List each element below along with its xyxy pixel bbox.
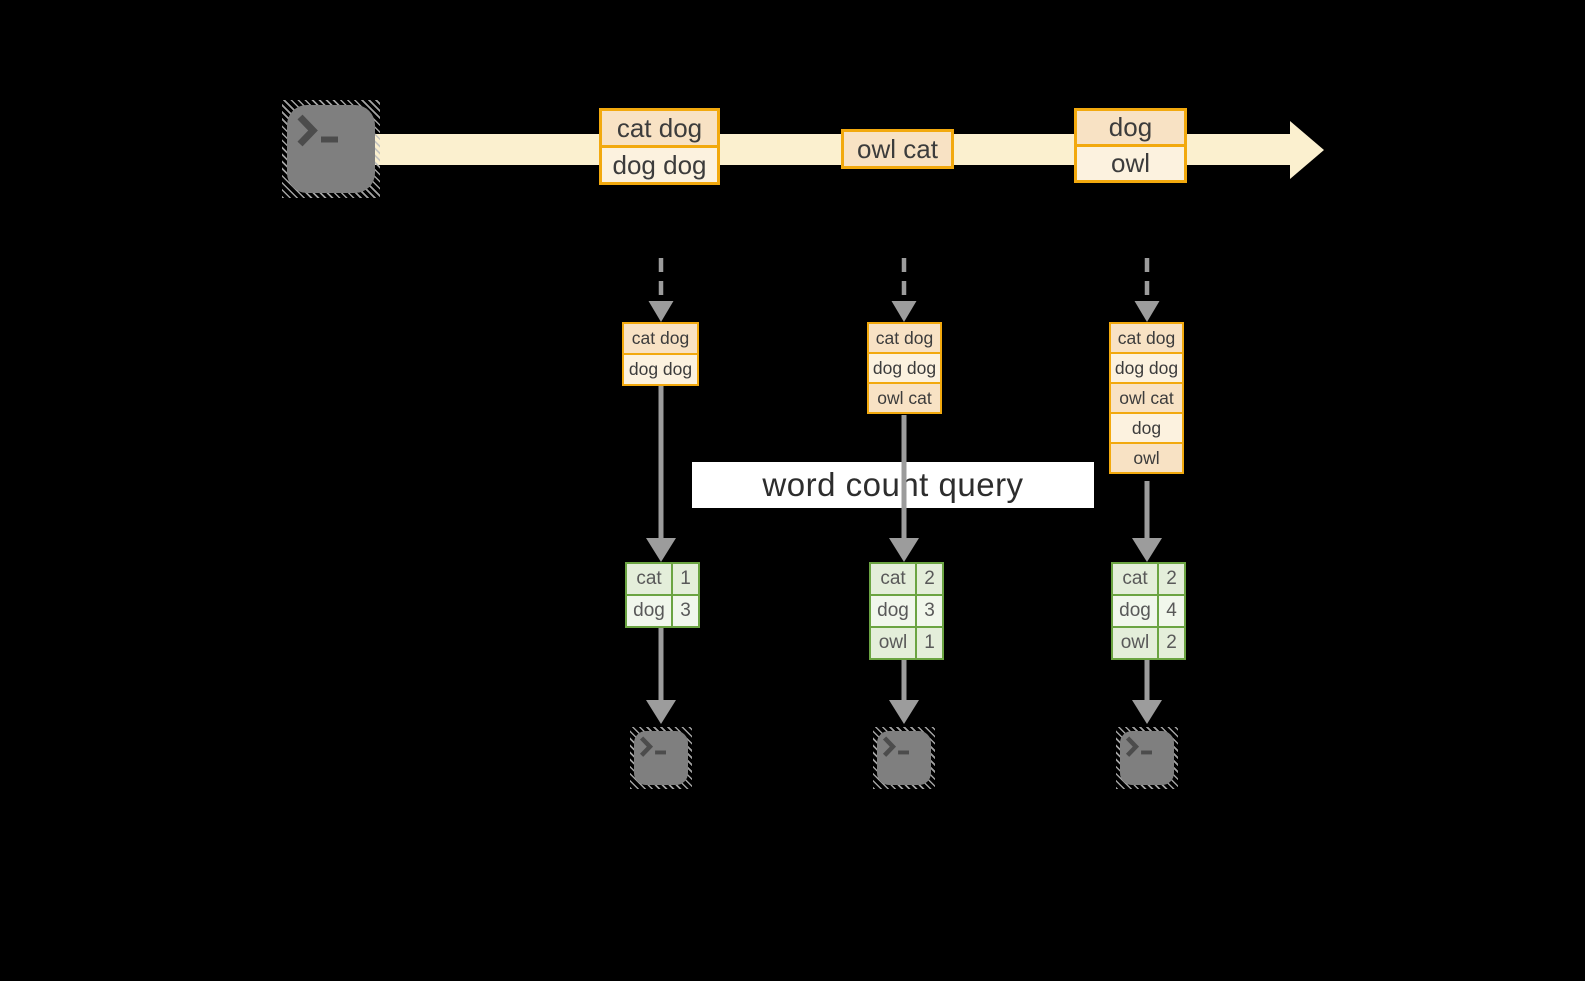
- result-word: cat: [627, 564, 671, 594]
- result-count: 1: [917, 628, 942, 658]
- window-to-result-arrows: [658, 386, 1150, 540]
- terminal-prompt-icon: [297, 114, 338, 147]
- result-word: dog: [627, 596, 671, 626]
- stream-event-label: owl cat: [857, 133, 938, 164]
- window-row-label: cat dog: [875, 327, 934, 348]
- stream-event-label: dog dog: [612, 149, 707, 180]
- result-word: dog: [1113, 596, 1157, 626]
- stream-event: owl cat: [841, 129, 954, 169]
- result-table-3: cat 2 dog 4 owl 2: [1111, 562, 1186, 660]
- window-row: dog: [1109, 412, 1184, 444]
- stream-event-label: dog: [1108, 112, 1153, 142]
- result-count: 3: [673, 596, 698, 626]
- result-table-2: cat 2 dog 3 owl 1: [869, 562, 944, 660]
- window-row: dog dog: [1109, 352, 1184, 384]
- terminal-prompt-icon: [882, 736, 909, 757]
- terminal-prompt-icon: [1125, 736, 1152, 757]
- result-word: dog: [871, 596, 915, 626]
- window-row-label: owl cat: [877, 387, 932, 408]
- result-word: cat: [871, 564, 915, 594]
- window-row: owl: [1109, 442, 1184, 474]
- arrowhead-result1-icon: [646, 538, 676, 562]
- query-banner: word count query: [692, 462, 1094, 508]
- window-row-label: cat dog: [631, 328, 690, 348]
- result-word: owl: [871, 628, 915, 658]
- stream-event-group-2: owl cat: [841, 129, 954, 169]
- terminal-sink-3-icon: [1116, 727, 1178, 789]
- result-arrowheads: [646, 538, 1162, 562]
- window-row: owl cat: [1109, 382, 1184, 414]
- result-count: 2: [1159, 564, 1184, 594]
- result-to-sink-arrows: [658, 628, 1150, 702]
- window-row-label: owl: [1133, 447, 1160, 468]
- dashed-arrows: [658, 258, 1150, 302]
- terminal-prompt-icon: [639, 736, 666, 757]
- window-row: dog dog: [622, 353, 699, 386]
- terminal-sink-1-icon: [630, 727, 692, 789]
- terminal-sink-2-icon: [873, 727, 935, 789]
- window-row: cat dog: [867, 322, 942, 354]
- result-count: 2: [917, 564, 942, 594]
- result-word: cat: [1113, 564, 1157, 594]
- sink-arrowheads: [646, 700, 1162, 724]
- result-table-1: cat 1 dog 3: [625, 562, 700, 628]
- window-row: owl cat: [867, 382, 942, 414]
- arrowhead-result3-icon: [1132, 538, 1162, 562]
- window-row-label: owl cat: [1119, 387, 1174, 408]
- window-stack-1: cat dog dog dog: [622, 322, 699, 386]
- result-count: 2: [1159, 628, 1184, 658]
- result-word: owl: [1113, 628, 1157, 658]
- window-stack-2: cat dog dog dog owl cat: [867, 322, 942, 414]
- result-count: 4: [1159, 596, 1184, 626]
- arrowhead-sink3-icon: [1132, 700, 1162, 724]
- window-row-label: cat dog: [1117, 327, 1176, 348]
- window-row: dog dog: [867, 352, 942, 384]
- stream-event-label: cat dog: [616, 112, 703, 143]
- stream-event: cat dog: [599, 108, 720, 148]
- stream-event: owl: [1074, 144, 1187, 183]
- window-row: cat dog: [622, 322, 699, 355]
- arrowhead-result2-icon: [889, 538, 919, 562]
- terminal-source-icon: [282, 100, 380, 198]
- stream-event-group-1: cat dog dog dog: [599, 108, 720, 185]
- arrowhead-sink2-icon: [889, 700, 919, 724]
- result-count: 1: [673, 564, 698, 594]
- stream-event: dog: [1074, 108, 1187, 147]
- stream-arrowhead-icon: [1290, 121, 1324, 179]
- stream-event-group-3: dog owl: [1074, 108, 1187, 183]
- window-row-label: dog dog: [1114, 357, 1179, 378]
- query-banner-label: word count query: [762, 466, 1024, 503]
- dashed-arrowhead-3-icon: [1134, 301, 1160, 322]
- stream-event-label: owl: [1110, 148, 1150, 178]
- window-row-label: dog dog: [628, 359, 693, 379]
- dashed-arrowheads: [648, 301, 1160, 322]
- result-count: 3: [917, 596, 942, 626]
- dashed-arrowhead-2-icon: [891, 301, 917, 322]
- window-stack-3: cat dog dog dog owl cat dog owl: [1109, 322, 1184, 474]
- window-row-label: dog dog: [872, 357, 937, 378]
- arrowhead-sink1-icon: [646, 700, 676, 724]
- window-row-label: dog: [1131, 417, 1162, 438]
- window-row: cat dog: [1109, 322, 1184, 354]
- stream-event: dog dog: [599, 145, 720, 185]
- dashed-arrowhead-1-icon: [648, 301, 674, 322]
